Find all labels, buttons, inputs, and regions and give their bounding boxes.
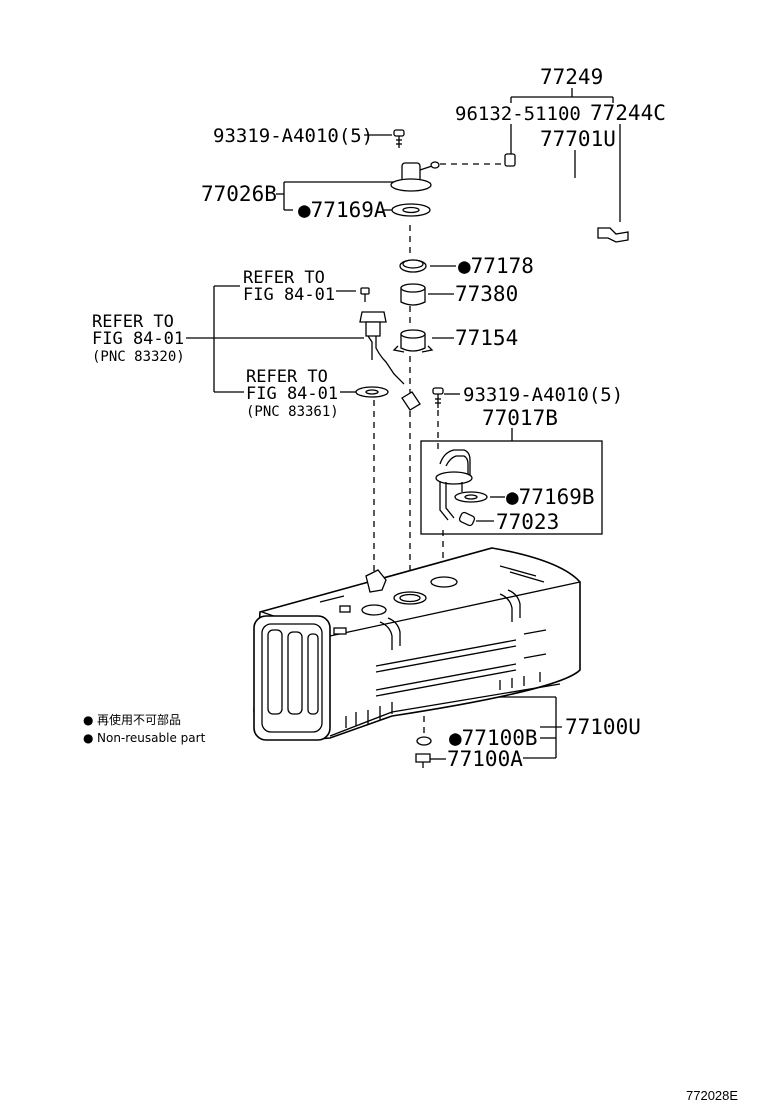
part-number-label: 93319-A4010(5)	[213, 125, 373, 147]
part-number-label: 77380	[455, 282, 518, 306]
legend-text-en: Non-reusable part	[97, 731, 206, 745]
reference-note: REFER TO	[246, 367, 328, 387]
part-number-label: 77017B	[482, 406, 558, 430]
part-number-label: 77100A	[447, 747, 523, 771]
part-number-label: 77023	[496, 510, 559, 534]
hose-icon	[504, 153, 602, 230]
reference-labels: REFER TO FIG 84-01 REFER TO FIG 84-01 (P…	[92, 268, 339, 420]
screw-icon	[432, 387, 444, 408]
legend-text-cn: 再使用不可部品	[97, 712, 181, 727]
part-number-label: 77154	[455, 326, 518, 350]
part-number-label: ●77169A	[298, 198, 387, 222]
part-number-label: 96132-51100	[455, 103, 581, 125]
figure-code: 772028E	[686, 1088, 738, 1103]
reference-note: FIG 84-01	[246, 384, 338, 404]
fuel-suction-tube-icon	[435, 449, 473, 521]
reference-note: (PNC 83320)	[92, 349, 185, 365]
part-number-label: 77249	[540, 65, 603, 89]
non-reusable-marker: ●	[298, 198, 311, 222]
gasket-icon	[355, 386, 389, 398]
part-number-label: ●77178	[458, 254, 534, 278]
non-reusable-marker: ●	[458, 254, 471, 278]
part-number-label: 77100U	[565, 715, 641, 739]
gasket-icon	[454, 491, 488, 503]
part-number-label: 93319-A4010(5)	[463, 384, 623, 406]
seal-ring-icon	[399, 259, 427, 273]
leader-lines	[186, 88, 621, 760]
non-reusable-marker: ●	[449, 726, 462, 750]
vent-cap-icon	[390, 161, 440, 192]
legend-symbol: ●	[83, 731, 93, 745]
part-number-label: ●77169B	[506, 485, 595, 509]
part-number-label: ●77100B	[449, 726, 538, 750]
drain-plug-icon	[415, 753, 431, 768]
sender-gauge-icon	[359, 287, 421, 411]
reference-note: (PNC 83361)	[246, 404, 339, 420]
retainer-icon	[392, 329, 434, 353]
cup-icon	[400, 283, 426, 306]
reference-note: FIG 84-01	[92, 329, 184, 349]
part-number-label: 77026B	[201, 182, 277, 206]
fuel-tank-icon	[253, 547, 581, 741]
hose-clamp-icon	[597, 227, 629, 243]
reference-note: FIG 84-01	[243, 285, 335, 305]
part-number-labels: 77249 96132-51100 77244C 77701U 93319-A4…	[201, 65, 666, 771]
non-reusable-marker: ●	[506, 485, 519, 509]
screw-icon	[393, 129, 405, 148]
reference-note: REFER TO	[92, 312, 174, 332]
legend: ● 再使用不可部品 ● Non-reusable part	[83, 712, 206, 745]
gasket-icon	[391, 203, 431, 217]
filter-icon	[458, 511, 476, 527]
reference-note: REFER TO	[243, 268, 325, 288]
legend-symbol: ●	[83, 713, 93, 727]
part-number-label: 77701U	[540, 127, 616, 151]
assembly-axis-lines	[373, 163, 508, 734]
part-number-label: 77244C	[590, 101, 666, 125]
drain-plug-gasket-icon	[416, 736, 432, 746]
